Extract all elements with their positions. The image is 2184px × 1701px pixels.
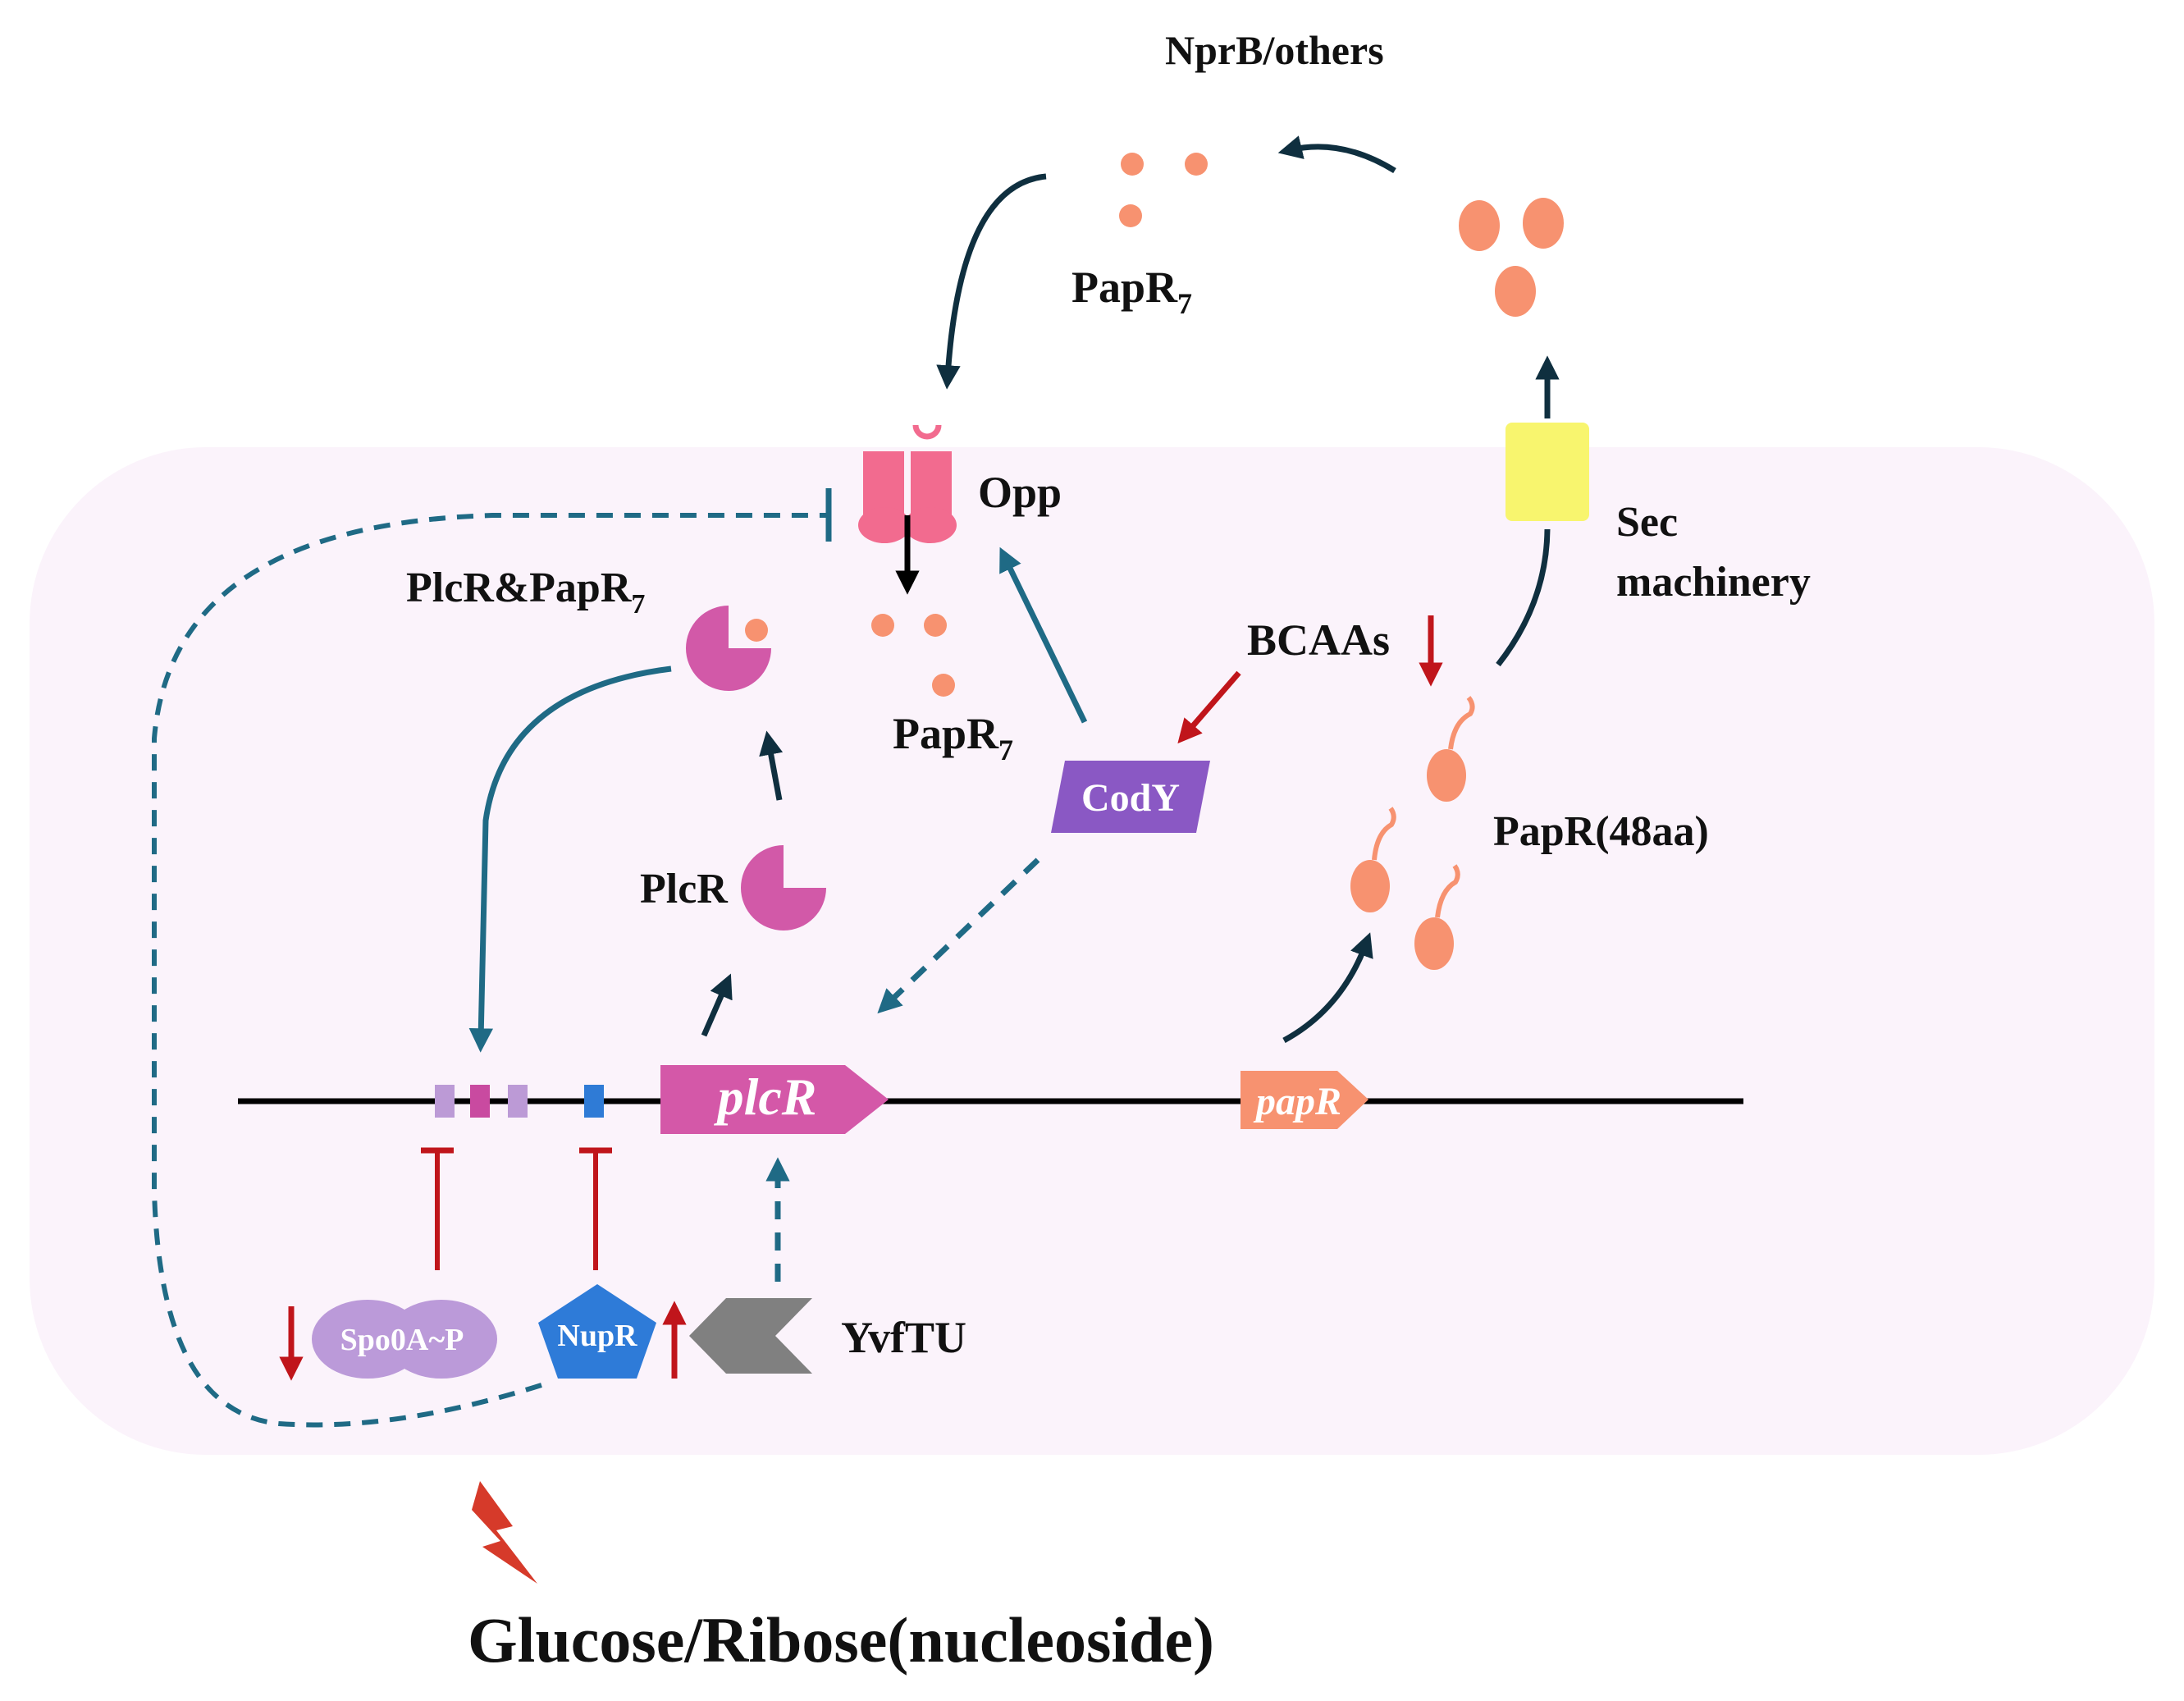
plcr-papr7-label: PlcR&PapR7 [406, 565, 645, 620]
chevron-left-icon [689, 1298, 812, 1374]
arrow-papr-gene-to-peptide [1282, 932, 1373, 1044]
papr7-intracellular-dot [924, 614, 947, 637]
papr7-dot [1121, 153, 1144, 176]
plcr-protein-label: PlcR [640, 866, 729, 912]
arrow-papr48-to-sec [1496, 528, 1551, 667]
papr48-label: PapR(48aa) [1493, 808, 1709, 855]
spo0a-label: Spo0A~P [340, 1323, 464, 1357]
binding-box-center [470, 1085, 490, 1118]
nupr-label: NupR [557, 1319, 637, 1353]
secreted-papr-oval [1495, 266, 1536, 317]
spo0a-repression [421, 1147, 454, 1270]
papr7-intracellular-label: PapR7 [893, 709, 1013, 766]
arrow-cody-to-opp [999, 546, 1088, 724]
sec-machinery-label-line1: Sec [1616, 499, 1678, 546]
gene-plcr-label: plcR [714, 1068, 817, 1126]
arrow-plcr-to-complex [759, 730, 784, 801]
arrow-secreted-to-papr7 [1277, 135, 1396, 173]
arrow-gene-to-plcr [701, 973, 733, 1037]
yvftu-label: YvfTU [841, 1313, 966, 1362]
plcr-papr7-complex-icon [686, 606, 771, 691]
glucose-ribose-label: Glucose/Ribose(nucleoside) [468, 1604, 1214, 1676]
nupr-binding-box [584, 1085, 604, 1118]
papr48-peptide [1350, 807, 1396, 912]
sec-machinery-label-line2: machinery [1616, 559, 1811, 606]
papr7-dot [1119, 204, 1142, 227]
papr7-dot [1185, 153, 1208, 176]
papr7-intracellular-dot [871, 614, 894, 637]
secreted-papr-oval [1523, 198, 1564, 249]
secreted-papr-oval [1459, 200, 1500, 251]
nupr-protein-icon [538, 1284, 656, 1379]
nupr-repression [579, 1147, 612, 1270]
sec-machinery-icon [1505, 423, 1589, 521]
gene-papr-label: papR [1253, 1080, 1341, 1123]
papr7-intracellular-dot [932, 674, 955, 697]
plcr-pacman-icon [741, 845, 826, 931]
papr48-peptide [1427, 696, 1475, 802]
cody-protein-icon [1051, 761, 1210, 833]
arrow-papr7-to-opp [936, 173, 1047, 390]
arrow-cody-to-plcr-dashed [877, 857, 1040, 1014]
arrow-bcaas-to-cody [1177, 670, 1241, 744]
bcaas-label: BCAAs [1247, 615, 1390, 665]
cody-label: CodY [1081, 776, 1180, 820]
spo0a-protein-icon [312, 1300, 497, 1379]
gene-plcr [660, 1065, 889, 1134]
papr7-extracellular-label: PapR7 [1071, 263, 1192, 320]
binding-box-right [508, 1085, 528, 1118]
lightning-bolt-icon [472, 1481, 537, 1584]
gene-papr [1240, 1071, 1368, 1129]
opp-transporter-icon [858, 424, 957, 543]
cell-compartment [30, 447, 2154, 1455]
papr48-peptide [1414, 864, 1460, 970]
binding-box-left [435, 1085, 455, 1118]
opp-label: Opp [978, 468, 1062, 517]
arrow-complex-to-promoter [468, 665, 672, 1053]
nprb-others-label: NprB/others [1165, 27, 1384, 73]
